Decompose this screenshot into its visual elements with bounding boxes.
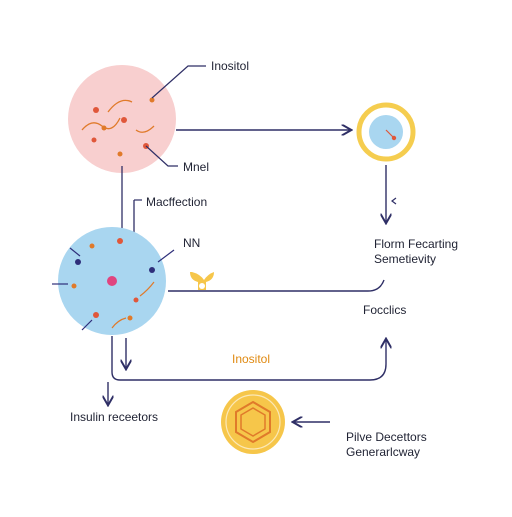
label-macfection: Macffection bbox=[146, 195, 208, 209]
label-pilve-line1: Pilve Decettors bbox=[346, 430, 427, 444]
leader-mnel bbox=[145, 145, 178, 167]
receptor-y-icon bbox=[190, 272, 214, 290]
leader-inositol-top bbox=[151, 65, 206, 99]
yellow-ring-cell bbox=[356, 102, 416, 162]
hexagon-icon bbox=[221, 390, 285, 454]
label-inositol-top: Inositol bbox=[211, 59, 250, 73]
label-insulin: Insulin receetors bbox=[70, 410, 159, 424]
label-florm-line1: Florm Fecarting bbox=[374, 237, 459, 251]
pink-cell bbox=[68, 65, 176, 173]
label-inositol-mid: Inositol bbox=[232, 352, 271, 366]
label-pilve-line2: Generarlcway bbox=[346, 445, 421, 459]
label-mnel: Mnel bbox=[183, 160, 210, 174]
label-florm-line2: Semetievity bbox=[374, 252, 437, 266]
line-receptor-right bbox=[214, 279, 385, 292]
loop-path bbox=[111, 336, 386, 381]
label-nn: NN bbox=[183, 236, 201, 250]
label-focclics: Focclics bbox=[363, 303, 407, 317]
blue-cell bbox=[52, 227, 175, 335]
